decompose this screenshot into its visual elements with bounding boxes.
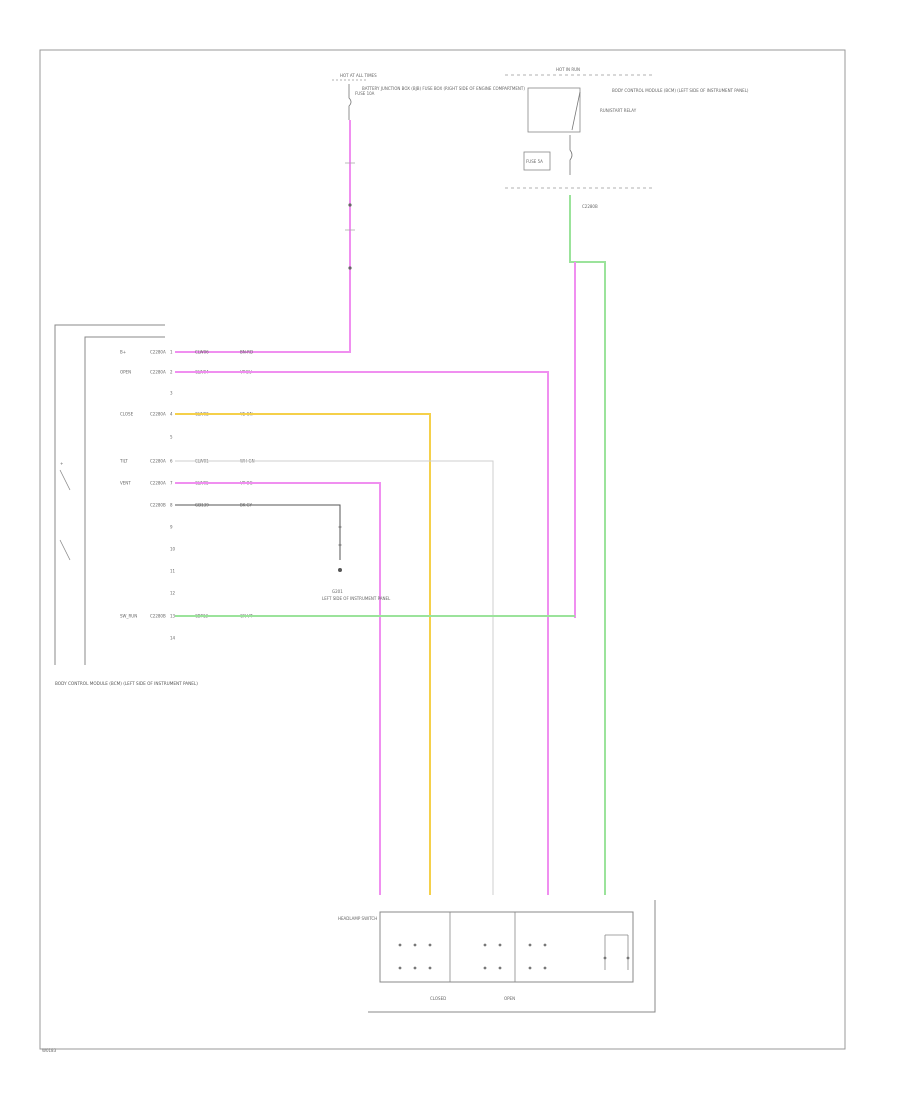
wire-green-run [569, 195, 606, 895]
bcm-pin-row: B+ C2280A 1 CLW06 BN-RD [120, 350, 253, 355]
bcm-pin-row: 3 [170, 391, 173, 396]
pin-connector: C2280B [150, 503, 166, 508]
pin-number: 9 [170, 525, 173, 530]
switch-contact [498, 966, 502, 970]
pin-number: 14 [170, 636, 176, 641]
top-fuse-icon [348, 84, 352, 120]
pin-number: 7 [170, 481, 173, 486]
wire-yellow-close [175, 413, 431, 895]
top-fuse-name: FUSE 10A [355, 91, 375, 96]
switch-sub-right: OPEN [504, 996, 515, 1001]
wire-black-ground [175, 504, 341, 560]
switch-contacts [398, 943, 630, 970]
pin-label: OPEN [120, 370, 131, 375]
right-fuse-name: FUSE 5A [526, 159, 543, 164]
pin-number: 5 [170, 435, 173, 440]
pin-connector: C2280A [150, 370, 166, 375]
pin-label: VENT [120, 481, 131, 486]
pin-label: TILT [119, 459, 128, 464]
ground-g201: G201 LEFT SIDE OF INSTRUMENT PANEL [322, 525, 391, 601]
pin-connector: C2280A [150, 350, 166, 355]
pin-number: 3 [170, 391, 173, 396]
bcm-pin-row: 14 [170, 636, 176, 641]
pin-label: CLOSE [120, 412, 134, 417]
pin-label: B+ [120, 350, 126, 355]
pin-number: 4 [170, 412, 173, 417]
pin-connector: C2280A [150, 481, 166, 486]
switch-contact [543, 966, 547, 970]
diagram-border [39, 49, 846, 1050]
wire-circuit: CLW06 [195, 350, 209, 355]
pin-number: 10 [170, 547, 176, 552]
right-relay-block: HOT IN RUN BODY CONTROL MODULE (BCM) (LE… [505, 67, 749, 209]
switch-contact [398, 943, 402, 947]
bcm-module-name: BODY CONTROL MODULE (BCM) (LEFT SIDE OF … [55, 681, 198, 686]
pin-connector: C2280B [150, 614, 166, 619]
right-ref: C2280B [582, 204, 598, 209]
wire-pink-open [175, 371, 549, 895]
switch-contact [413, 943, 417, 947]
switch-contact [528, 943, 532, 947]
bcm-pin-row: 12 [170, 591, 176, 596]
pin-number: 12 [170, 591, 176, 596]
bcm-pin-row: 11 [170, 569, 176, 574]
switch-contact [428, 943, 432, 947]
footer-code: W0183 [42, 1048, 57, 1053]
bcm-pin-row: 9 [170, 525, 173, 530]
ground-icon [338, 568, 342, 572]
ground-name: G201 [332, 589, 343, 594]
pin-number: 11 [170, 569, 176, 574]
bcm-module: BODY CONTROL MODULE (BCM) (LEFT SIDE OF … [54, 324, 198, 686]
top-fuse-desc: BATTERY JUNCTION BOX (BJB) FUSE BOX (RIG… [362, 86, 525, 91]
switch-name: HEADLAMP SWITCH [338, 916, 377, 921]
pin-number: 1 [170, 350, 173, 355]
pin-connector: C2280A [150, 459, 166, 464]
switch-contact [626, 956, 630, 960]
switch-contact [528, 966, 532, 970]
top-fuse-box-label: HOT AT ALL TIMES [340, 73, 377, 78]
right-box-desc: BODY CONTROL MODULE (BCM) (LEFT SIDE OF … [612, 88, 749, 93]
switch-contact [413, 966, 417, 970]
switch-contact [603, 956, 607, 960]
svg-text:+: + [60, 461, 63, 466]
switch-contact [498, 943, 502, 947]
pin-number: 8 [170, 503, 173, 508]
pin-number: 2 [170, 370, 173, 375]
wire-pink-bplus [175, 120, 351, 353]
switch-contact [483, 943, 487, 947]
wire-color: BN-RD [240, 350, 253, 355]
wire-pink-vent [175, 482, 381, 895]
bcm-pin-row: 5 [170, 435, 173, 440]
switch-contact [483, 966, 487, 970]
pin-label: SW_RUN [120, 614, 137, 619]
ground-desc: LEFT SIDE OF INSTRUMENT PANEL [322, 596, 391, 601]
wire-gray-tilt [175, 460, 494, 895]
switch-sub-left: CLOSED [430, 996, 446, 1001]
switch-contact [428, 966, 432, 970]
headlamp-switch: HEADLAMP SWITCH CLOSED OPEN [338, 900, 656, 1013]
switch-contact [398, 966, 402, 970]
pin-number: 13 [170, 614, 176, 619]
bcm-pin-row: 10 [170, 547, 176, 552]
top-connectors [345, 162, 355, 270]
pin-connector: C2280A [150, 412, 166, 417]
right-box-title: HOT IN RUN [556, 67, 580, 72]
right-relay-desc: RUN/START RELAY [600, 108, 637, 113]
pin-number: 6 [170, 459, 173, 464]
switch-contact [543, 943, 547, 947]
top-fuse-block: HOT AT ALL TIMES FUSE 10A BATTERY JUNCTI… [332, 73, 525, 120]
